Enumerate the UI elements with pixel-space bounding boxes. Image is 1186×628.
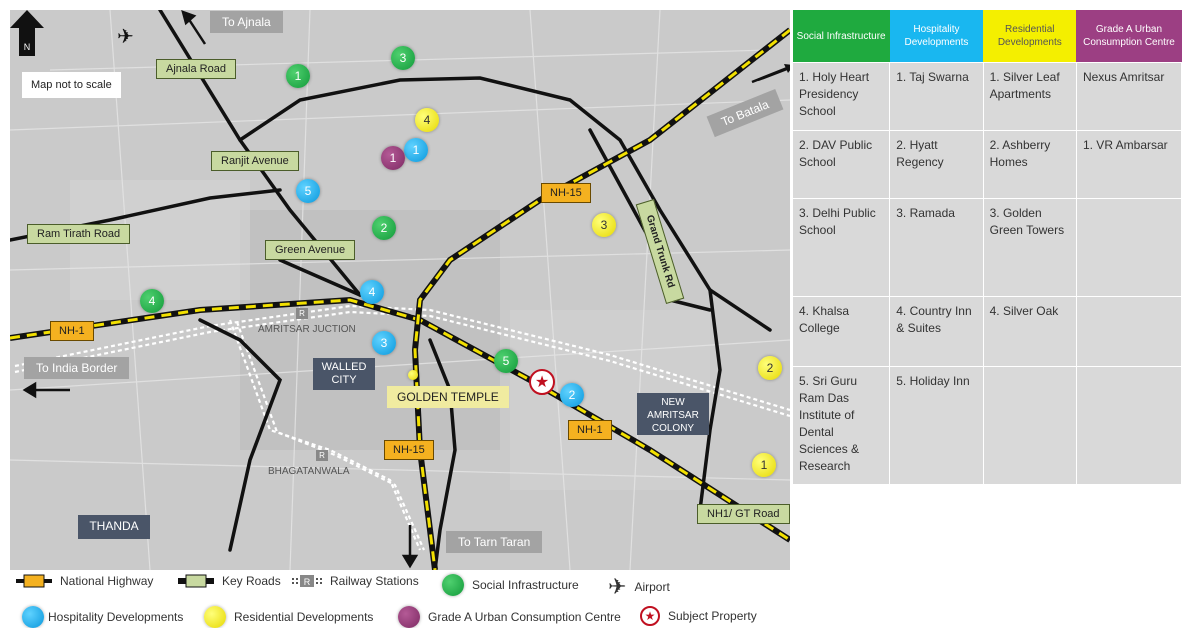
- hospitality-marker: 4: [360, 280, 384, 304]
- road-label-ranjit-avenue: Ranjit Avenue: [211, 151, 299, 171]
- table-cell: 4. Khalsa College: [791, 296, 891, 367]
- area-walled-city: WALLED CITY: [313, 358, 375, 390]
- highway-label-nh1-west: NH-1: [50, 321, 94, 341]
- direction-to-ajnala: To Ajnala: [210, 11, 283, 33]
- highway-label-nh1-east: NH-1: [568, 420, 612, 440]
- table-cell: 4. Silver Oak: [982, 296, 1077, 367]
- highway-label-nh15-north: NH-15: [541, 183, 591, 203]
- residential-marker: 2: [758, 356, 782, 380]
- gradea-marker-icon: [398, 606, 420, 628]
- table-cell: [1075, 198, 1183, 297]
- national-highway-icon: [16, 574, 52, 588]
- legend-subject-property: ★ Subject Property: [640, 606, 757, 626]
- highway-label-nh15-south: NH-15: [384, 440, 434, 460]
- table-row: 2. DAV Public School 2. Hyatt Regency 2.…: [791, 130, 1183, 199]
- table-header-gradea: Grade A Urban Consumption Centre: [1076, 10, 1182, 63]
- residential-marker: 1: [752, 453, 776, 477]
- hospitality-marker: 3: [372, 331, 396, 355]
- svg-text:R: R: [304, 577, 311, 587]
- subject-property-icon: ★: [640, 606, 660, 626]
- legend-national-highway: National Highway: [16, 574, 153, 588]
- table-header-hospitality: Hospitality Developments: [889, 10, 984, 63]
- table-cell: [1075, 366, 1183, 485]
- social-marker: 4: [140, 289, 164, 313]
- table-row: 4. Khalsa College 4. Country Inn & Suite…: [791, 296, 1183, 367]
- railway-station-icon: R: [296, 308, 308, 319]
- table-cell: 5. Holiday Inn: [889, 366, 984, 485]
- table-cell: 2. Hyatt Regency: [889, 130, 984, 199]
- table-cell: 3. Delhi Public School: [791, 198, 891, 297]
- table-cell: 3. Golden Green Towers: [982, 198, 1077, 297]
- area-new-amritsar-colony: NEW AMRITSAR COLONY: [637, 393, 709, 435]
- hospitality-marker-icon: [22, 606, 44, 628]
- social-marker-icon: [442, 574, 464, 596]
- table-cell: 4. Country Inn & Suites: [889, 296, 984, 367]
- legend-gradea: Grade A Urban Consumption Centre: [398, 606, 621, 628]
- developments-table: Social Infrastructure Hospitality Develo…: [791, 10, 1183, 485]
- area-thanda: THANDA: [78, 515, 150, 539]
- railway-station-icon: R: [292, 575, 322, 587]
- map-scale-note: Map not to scale: [22, 72, 121, 98]
- legend-social-infrastructure: Social Infrastructure: [442, 574, 579, 596]
- residential-marker-icon: [204, 606, 226, 628]
- legend-railway-stations: R Railway Stations: [292, 574, 419, 588]
- table-header-social: Social Infrastructure: [792, 10, 890, 63]
- direction-to-tarn-taran: To Tarn Taran: [446, 531, 543, 553]
- airport-icon: ✈: [608, 574, 627, 599]
- hospitality-marker: 5: [296, 179, 320, 203]
- direction-to-india-border: To India Border: [24, 357, 130, 379]
- railway-station-icon: R: [316, 450, 328, 461]
- legend-residential: Residential Developments: [204, 606, 373, 628]
- map-legend: National Highway Key Roads R Railway Sta…: [0, 572, 790, 628]
- station-label-amritsar-junction: AMRITSAR JUCTION: [258, 324, 356, 335]
- hospitality-marker: 1: [404, 138, 428, 162]
- table-cell: 1. VR Ambarsar: [1075, 130, 1183, 199]
- station-label-bhagatanwala: BHAGATANWALA: [268, 466, 350, 477]
- social-marker: 3: [391, 46, 415, 70]
- airport-icon: ✈: [117, 26, 134, 48]
- residential-marker: 3: [592, 213, 616, 237]
- svg-text:N: N: [24, 42, 31, 52]
- table-cell: 1. Silver Leaf Apartments: [982, 62, 1077, 131]
- road-label-green-avenue: Green Avenue: [265, 240, 356, 260]
- table-cell: 1. Holy Heart Presidency School: [791, 62, 891, 131]
- north-arrow-icon: N: [10, 10, 44, 56]
- road-label-nh1-gt-road: NH1/ GT Road: [697, 504, 790, 524]
- table-cell: 2. Ashberry Homes: [982, 130, 1077, 199]
- landmark-golden-temple: GOLDEN TEMPLE: [387, 386, 509, 408]
- table-row: 1. Holy Heart Presidency School 1. Taj S…: [791, 62, 1183, 131]
- key-road-icon: [178, 574, 214, 588]
- table-cell: 5. Sri Guru Ram Das Institute of Dental …: [791, 366, 891, 485]
- table-row: 5. Sri Guru Ram Das Institute of Dental …: [791, 366, 1183, 485]
- table-header-residential: Residential Developments: [983, 10, 1077, 63]
- residential-marker: 4: [415, 108, 439, 132]
- table-cell: 1. Taj Swarna: [889, 62, 984, 131]
- social-marker: 5: [494, 349, 518, 373]
- table-row: 3. Delhi Public School 3. Ramada 3. Gold…: [791, 198, 1183, 297]
- road-network: [10, 10, 790, 570]
- gradea-marker: 1: [381, 146, 405, 170]
- city-map: N ✈ Map not to scale Ajnala Road Ranjit …: [10, 10, 790, 570]
- social-marker: 2: [372, 216, 396, 240]
- social-marker: 1: [286, 64, 310, 88]
- legend-key-roads: Key Roads: [178, 574, 281, 588]
- table-cell: 2. DAV Public School: [791, 130, 891, 199]
- road-label-ajnala-road: Ajnala Road: [156, 59, 236, 79]
- table-cell: Nexus Amritsar: [1075, 62, 1183, 131]
- legend-airport: ✈ Airport: [608, 574, 670, 599]
- table-cell: [1075, 296, 1183, 367]
- subject-property-icon: ★: [529, 369, 555, 395]
- road-label-ram-tirath-road: Ram Tirath Road: [27, 224, 131, 244]
- table-cell: 3. Ramada: [889, 198, 984, 297]
- table-cell: [982, 366, 1077, 485]
- legend-hospitality: Hospitality Developments: [22, 606, 183, 628]
- hospitality-marker: 2: [560, 383, 584, 407]
- golden-temple-marker: [408, 370, 418, 380]
